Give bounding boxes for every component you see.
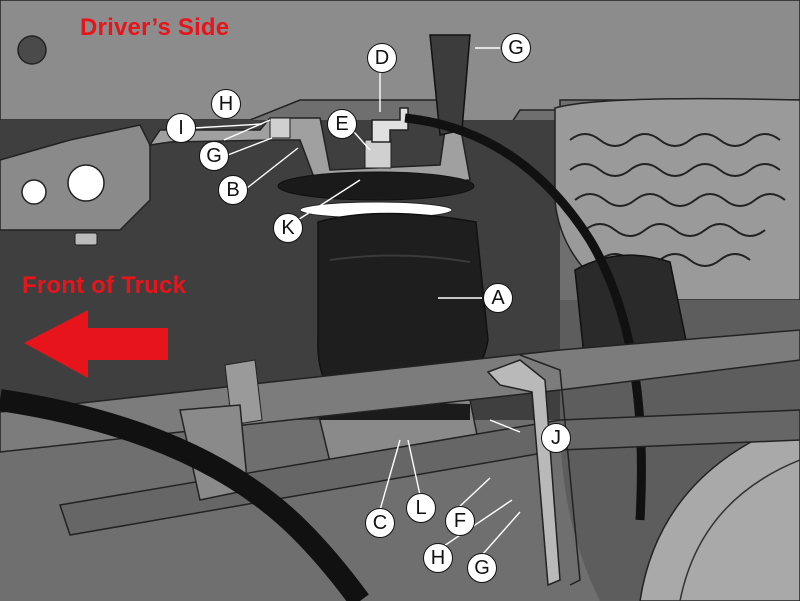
- callout-D: D: [367, 43, 397, 73]
- callout-G-lower: G: [467, 553, 497, 583]
- bracket-hole: [21, 179, 47, 205]
- callout-H-upper: H: [211, 89, 241, 119]
- callout-A: A: [483, 283, 513, 313]
- callout-I: I: [166, 113, 196, 143]
- front-of-truck-label: Front of Truck: [22, 272, 187, 299]
- callout-L: L: [406, 493, 436, 523]
- air-fitting: [371, 107, 409, 143]
- frame-bolt-head: [74, 232, 98, 246]
- callout-G-upper: G: [199, 141, 229, 171]
- brake-hose: [0, 389, 369, 601]
- front-direction-arrow: [24, 310, 168, 378]
- u-bolt: [486, 359, 561, 587]
- drivers-side-label: Driver’s Side: [80, 14, 230, 41]
- callout-K: K: [273, 213, 303, 243]
- callout-J: J: [541, 423, 571, 453]
- callout-F: F: [445, 506, 475, 536]
- callout-C: C: [365, 508, 395, 538]
- callout-B: B: [218, 175, 248, 205]
- callout-E: E: [327, 109, 357, 139]
- leader-lines: [193, 47, 521, 556]
- bracket-hole: [67, 164, 105, 202]
- callout-H-lower: H: [423, 543, 453, 573]
- tire-tread: [554, 97, 800, 301]
- frame-bolt: [17, 35, 47, 65]
- upper-plate: [277, 171, 475, 201]
- callout-G-top: G: [501, 33, 531, 63]
